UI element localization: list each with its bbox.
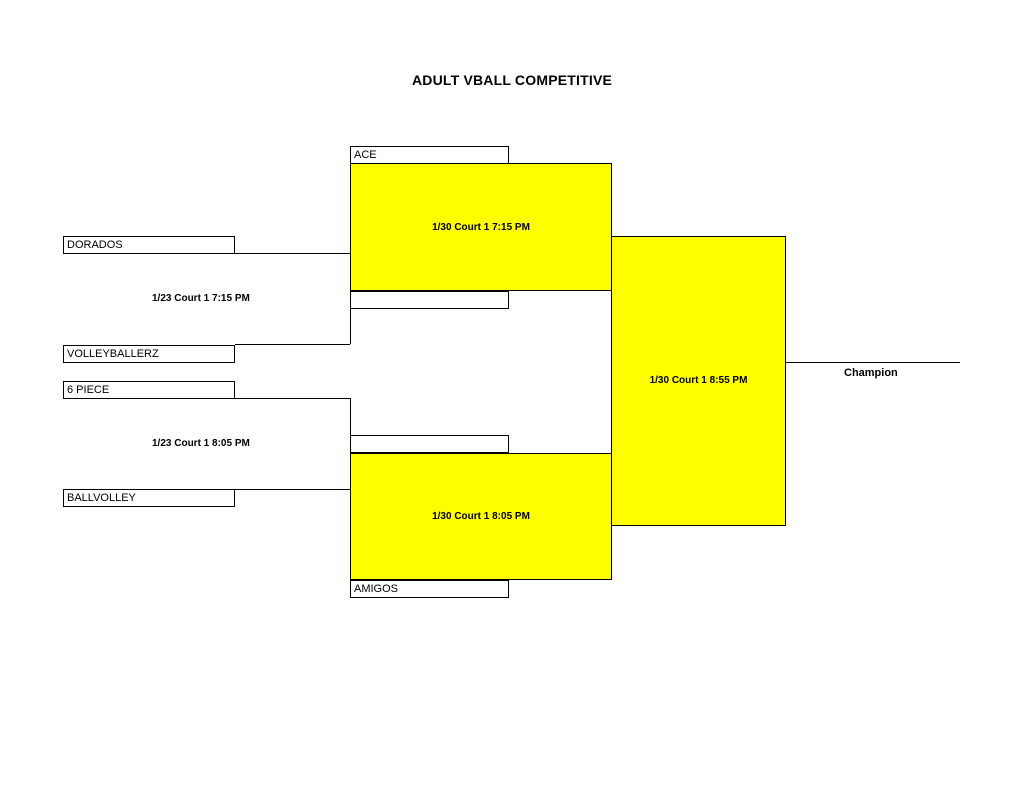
team-slot-ace: ACE bbox=[350, 146, 509, 164]
team-slot-dorados: DORADOS bbox=[63, 236, 235, 254]
bracket-title: ADULT VBALL COMPETITIVE bbox=[411, 72, 613, 88]
game-box-final: 1/30 Court 1 8:55 PM bbox=[611, 236, 786, 526]
bracket-line bbox=[235, 489, 350, 490]
game-box-round2-2: 1/30 Court 1 8:05 PM bbox=[350, 453, 612, 580]
winner-slot-round1-1 bbox=[350, 291, 509, 309]
champion-label: Champion bbox=[844, 367, 898, 379]
bracket-line bbox=[235, 253, 350, 254]
game-box-round2-1: 1/30 Court 1 7:15 PM bbox=[350, 163, 612, 291]
team-slot-volleyballerz: VOLLEYBALLERZ bbox=[63, 345, 235, 363]
team-slot-amigos: AMIGOS bbox=[350, 580, 509, 598]
game-label-round2-1: 1/30 Court 1 7:15 PM bbox=[432, 222, 530, 233]
game-label-round1-1: 1/23 Court 1 7:15 PM bbox=[152, 293, 250, 304]
winner-slot-round1-2 bbox=[350, 435, 509, 453]
game-label-round1-2: 1/23 Court 1 8:05 PM bbox=[152, 438, 250, 449]
team-slot-ballvolley: BALLVOLLEY bbox=[63, 489, 235, 507]
bracket-line bbox=[235, 398, 350, 399]
bracket-line bbox=[235, 344, 350, 345]
team-slot-6-piece: 6 PIECE bbox=[63, 381, 235, 399]
game-label-final: 1/30 Court 1 8:55 PM bbox=[649, 375, 748, 386]
game-label-round2-2: 1/30 Court 1 8:05 PM bbox=[432, 511, 530, 522]
champion-line bbox=[786, 362, 960, 363]
